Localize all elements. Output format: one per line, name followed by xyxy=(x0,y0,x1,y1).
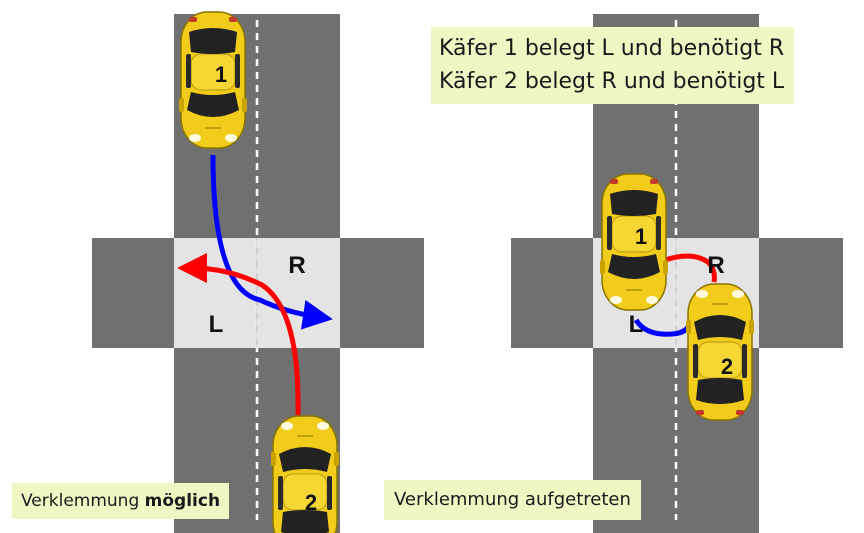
caption-left-text: Verklemmung xyxy=(21,491,145,511)
left-zone-l-label: L xyxy=(209,311,224,338)
caption-left: Verklemmung möglich xyxy=(12,483,230,519)
left-red-path xyxy=(177,253,301,416)
right-zone-l-label: L xyxy=(629,311,644,338)
caption-right: Verklemmung aufgetreten xyxy=(384,480,641,520)
left-blue-path xyxy=(210,154,333,330)
info-box: Käfer 1 belegt L und benötigt R Käfer 2 … xyxy=(431,27,795,104)
left-car-2 xyxy=(270,415,340,533)
left-car-2-number: 2 xyxy=(305,490,317,515)
left-zone-r-label: R xyxy=(288,252,305,279)
caption-left-emphasis: möglich xyxy=(144,491,221,511)
info-line-2: Käfer 2 belegt R und benötigt L xyxy=(439,69,785,94)
left-car-1 xyxy=(178,11,248,149)
right-zone-r-label: R xyxy=(707,252,724,279)
left-roads xyxy=(92,14,424,533)
right-car-1-number: 1 xyxy=(635,224,647,249)
right-red-path xyxy=(659,253,717,283)
info-line-1: Käfer 1 belegt L und benötigt R xyxy=(439,36,785,61)
left-car-1-number: 1 xyxy=(215,62,227,87)
right-car-2-number: 2 xyxy=(721,354,733,379)
right-car-2 xyxy=(685,283,755,421)
